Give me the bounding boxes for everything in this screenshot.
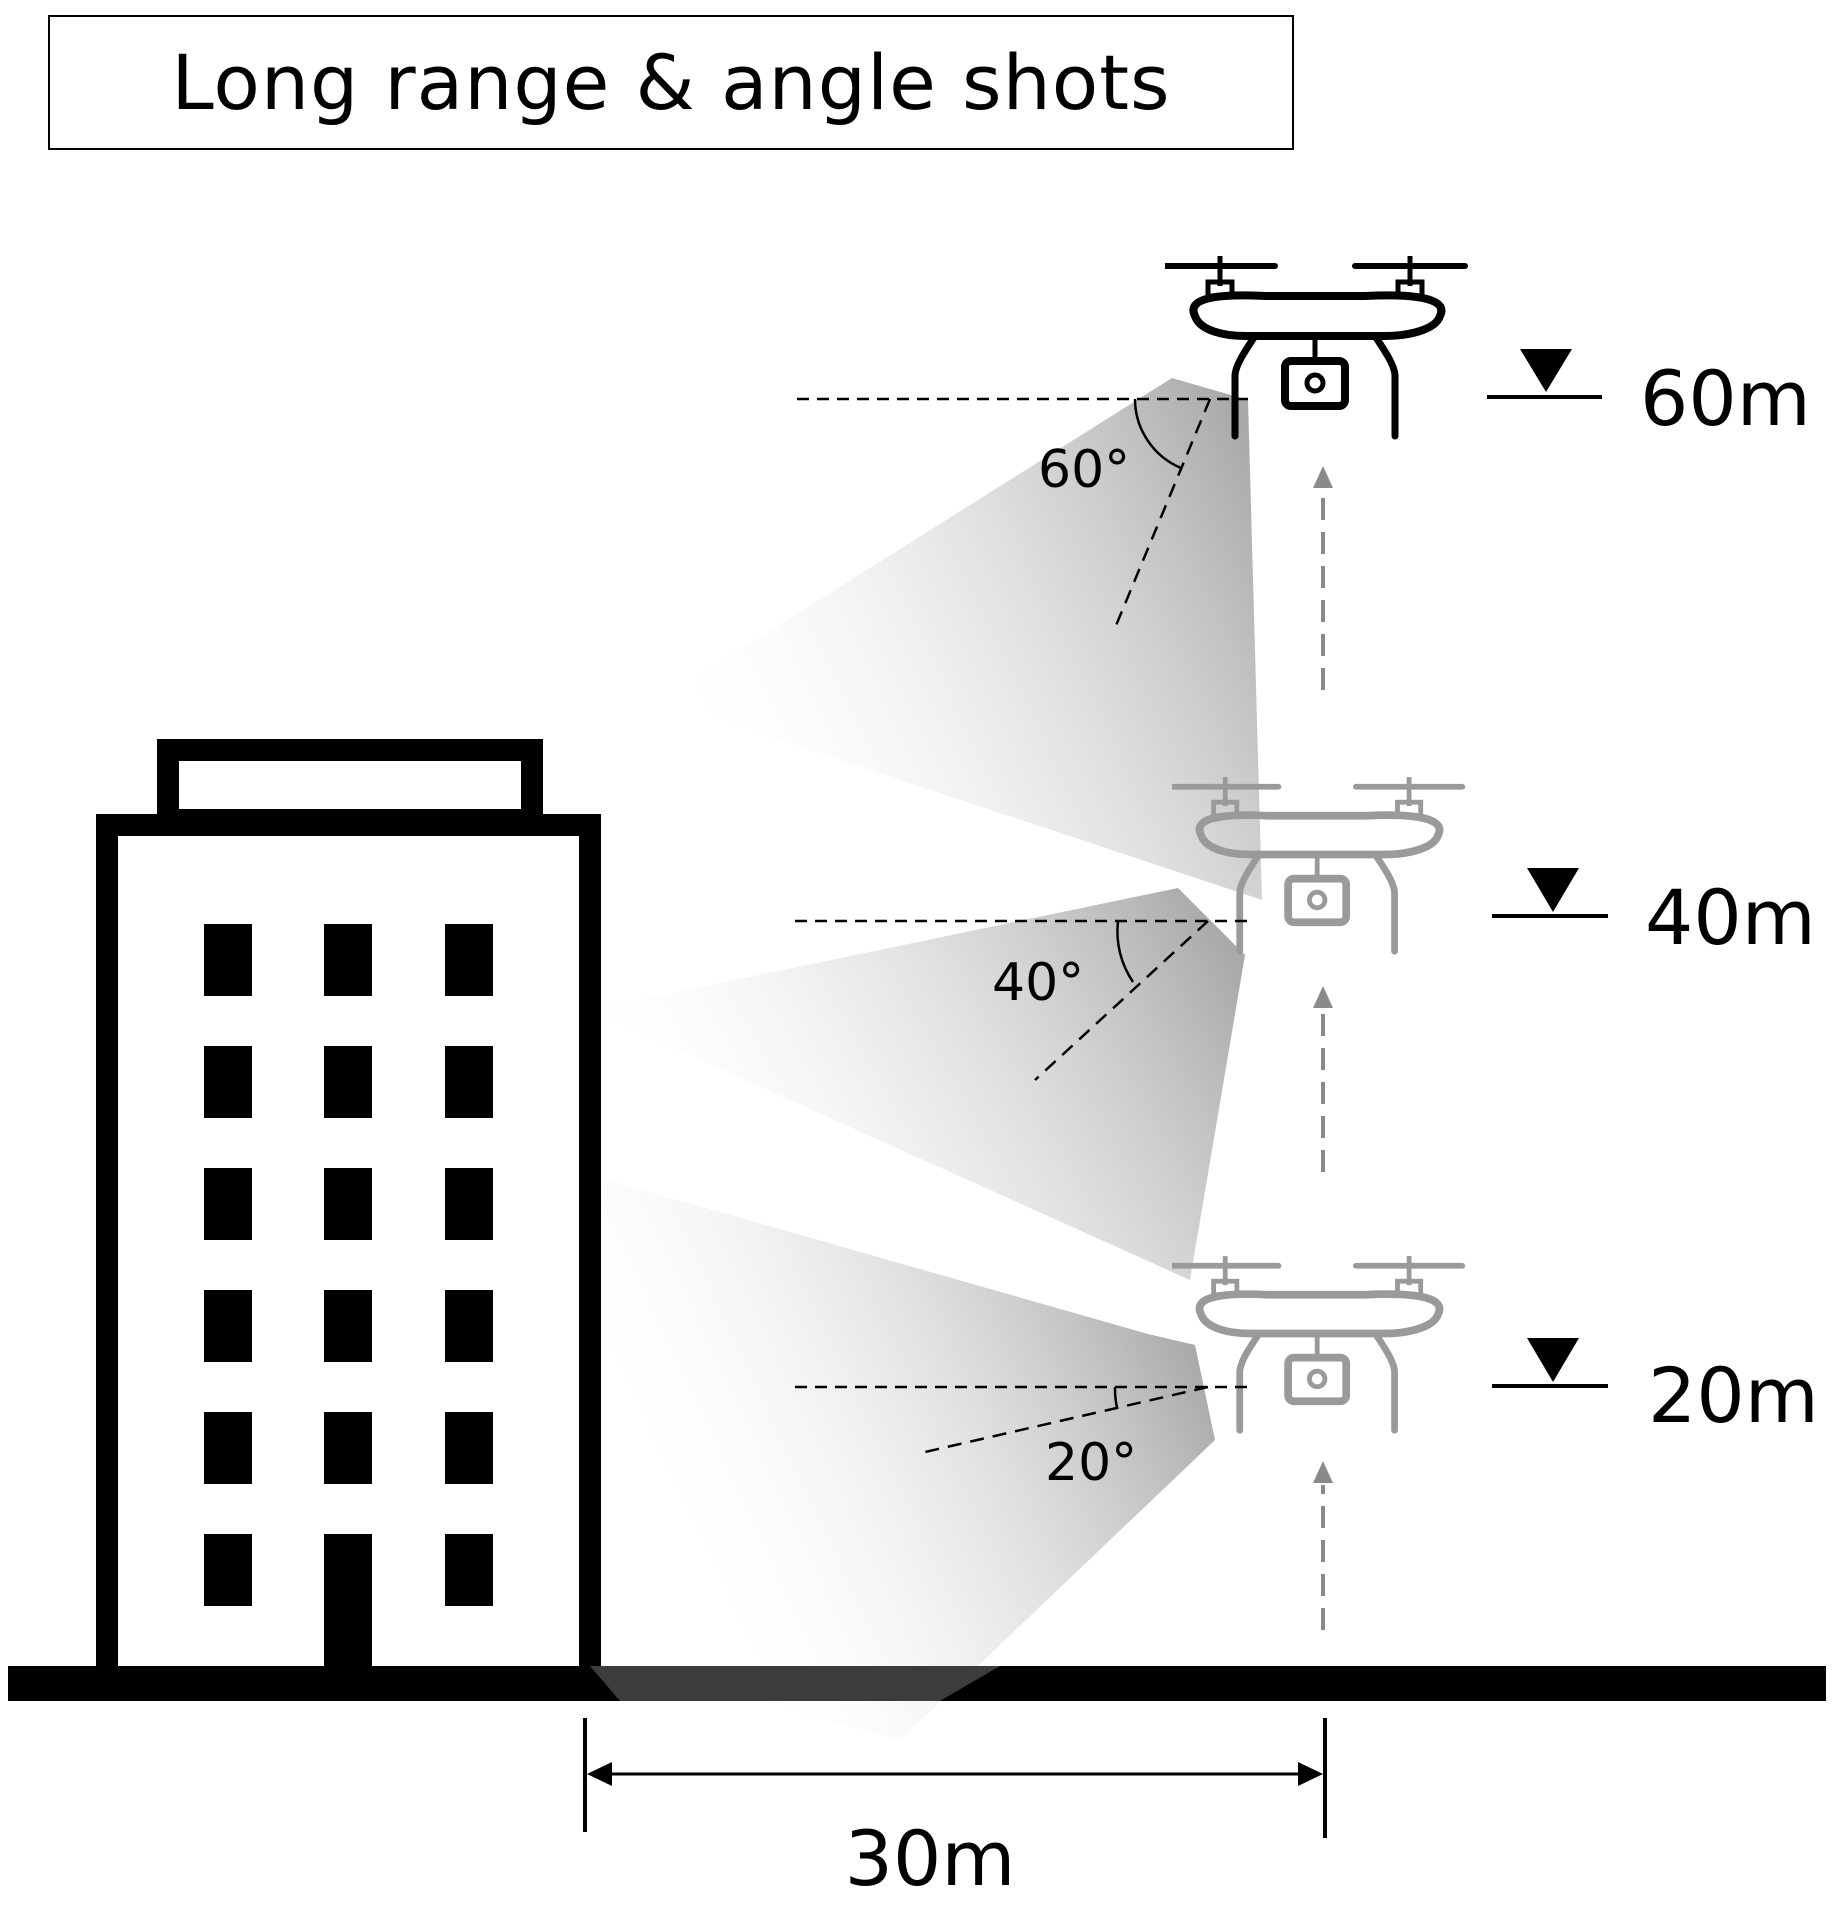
angle-arc-60 [1133, 398, 1182, 470]
title-box: Long range & angle shots [48, 15, 1294, 150]
altitude-label-60: 60m [1640, 354, 1811, 443]
camera-beam-60 [660, 378, 1262, 900]
altitude-label-20: 20m [1648, 1351, 1819, 1440]
arrow-up-icon-2 [1313, 986, 1333, 1008]
camera-axis-20 [924, 1385, 1209, 1454]
angle-label-60: 60° [1038, 440, 1130, 500]
angle-label-20: 20° [1045, 1433, 1137, 1493]
drone-icon-20 [1172, 1256, 1462, 1430]
angle-arc-40 [1116, 920, 1135, 983]
building-icon [96, 739, 601, 1688]
camera-axis-40 [1034, 920, 1209, 1081]
camera-beam-20 [590, 1175, 1215, 1740]
altitude-label-40: 40m [1645, 873, 1816, 962]
elevation-marker-icon-20 [1492, 1338, 1608, 1388]
camera-beam-40 [590, 888, 1245, 1280]
title-text: Long range & angle shots [171, 38, 1171, 127]
elevation-marker-icon-60 [1487, 349, 1602, 399]
distance-label: 30m [845, 1814, 1016, 1903]
arrow-up-icon-3 [1313, 1461, 1333, 1483]
distance-dimension [583, 1718, 1327, 1838]
elevation-marker-icon-40 [1492, 868, 1608, 918]
camera-axis-60 [1113, 398, 1212, 629]
arrow-up-icon-1 [1313, 466, 1333, 488]
beam-ground-overlap [590, 1666, 1000, 1701]
angle-arc-20 [1113, 1386, 1119, 1409]
angle-label-40: 40° [992, 953, 1084, 1013]
